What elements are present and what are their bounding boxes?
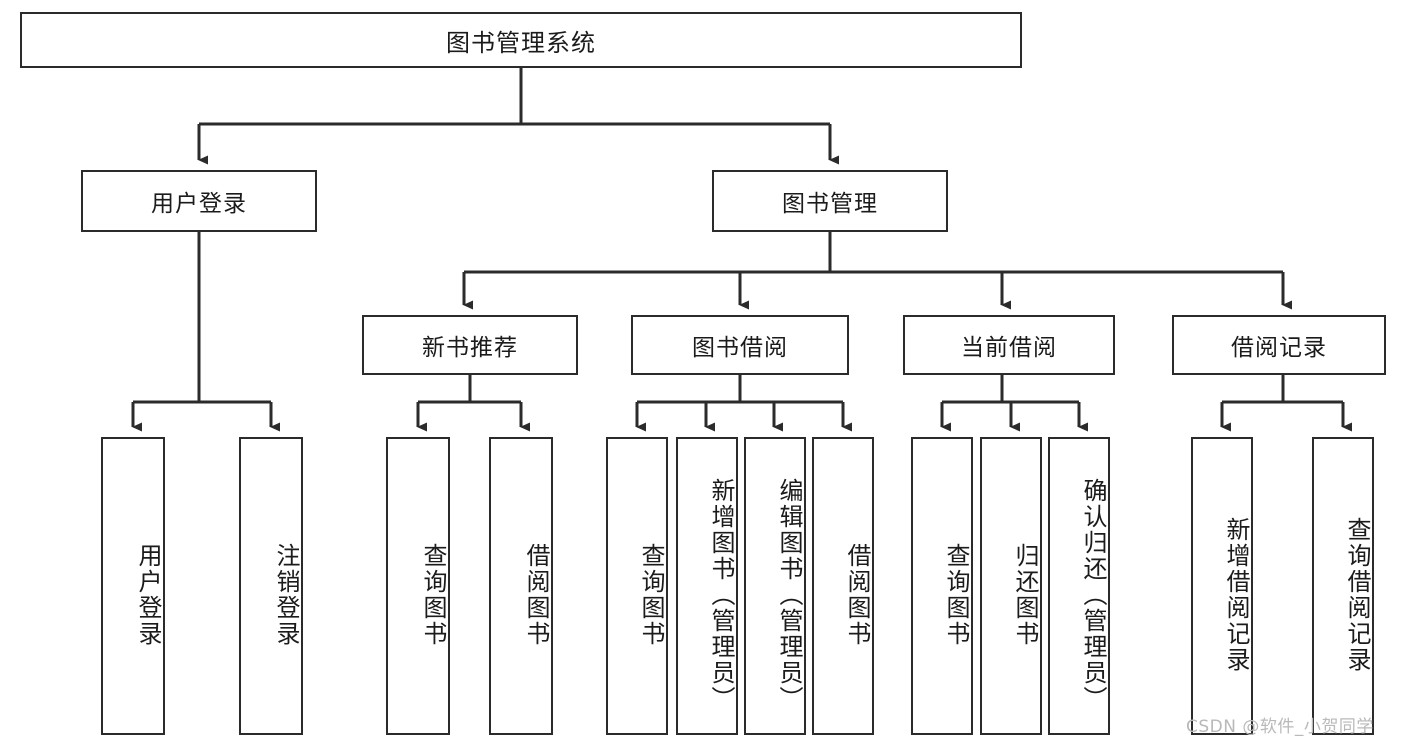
leaf-recommend-query-book[interactable]: 查询图书 bbox=[386, 437, 450, 735]
node-label: 新增图书（管理员） bbox=[707, 478, 735, 712]
node-label: 编辑图书（管理员） bbox=[775, 478, 803, 712]
node-label: 查询借阅记录 bbox=[1343, 517, 1371, 673]
node-label: 注销登录 bbox=[272, 543, 300, 647]
leaf-borrow-edit-book-admin[interactable]: 编辑图书（管理员） bbox=[744, 437, 806, 735]
node-label: 确认归还（管理员） bbox=[1079, 478, 1107, 712]
leaf-borrow-query-book[interactable]: 查询图书 bbox=[606, 437, 668, 735]
node-user-login[interactable]: 用户登录 bbox=[81, 170, 317, 232]
node-book-management[interactable]: 图书管理 bbox=[712, 170, 948, 232]
node-borrow-record[interactable]: 借阅记录 bbox=[1172, 315, 1386, 375]
node-label: 查询图书 bbox=[942, 543, 970, 647]
node-label: 借阅记录 bbox=[1231, 335, 1327, 361]
leaf-current-query-book[interactable]: 查询图书 bbox=[911, 437, 973, 735]
node-label: 用户登录 bbox=[151, 191, 247, 217]
node-label: 新增借阅记录 bbox=[1222, 517, 1250, 673]
node-label: 查询图书 bbox=[637, 543, 665, 647]
node-label: 图书管理 bbox=[782, 191, 878, 217]
leaf-current-confirm-return-admin[interactable]: 确认归还（管理员） bbox=[1048, 437, 1110, 735]
leaf-borrow-add-book-admin[interactable]: 新增图书（管理员） bbox=[676, 437, 738, 735]
leaf-record-add-record[interactable]: 新增借阅记录 bbox=[1191, 437, 1253, 735]
node-label: 当前借阅 bbox=[961, 335, 1057, 361]
leaf-recommend-borrow-book[interactable]: 借阅图书 bbox=[489, 437, 553, 735]
leaf-current-return-book[interactable]: 归还图书 bbox=[980, 437, 1042, 735]
node-label: 查询图书 bbox=[419, 543, 447, 647]
node-label: 借阅图书 bbox=[843, 543, 871, 647]
leaf-user-login-signin[interactable]: 用户登录 bbox=[101, 437, 165, 735]
node-label: 用户登录 bbox=[134, 543, 162, 647]
node-label: 借阅图书 bbox=[522, 543, 550, 647]
node-new-book-recommend[interactable]: 新书推荐 bbox=[362, 315, 578, 375]
leaf-user-login-signout[interactable]: 注销登录 bbox=[239, 437, 303, 735]
node-label: 图书借阅 bbox=[692, 335, 788, 361]
leaf-borrow-borrow-book[interactable]: 借阅图书 bbox=[812, 437, 874, 735]
leaf-record-query-record[interactable]: 查询借阅记录 bbox=[1312, 437, 1374, 735]
node-book-borrow[interactable]: 图书借阅 bbox=[631, 315, 849, 375]
node-current-borrow[interactable]: 当前借阅 bbox=[903, 315, 1115, 375]
node-label: 归还图书 bbox=[1011, 543, 1039, 647]
node-root-system[interactable]: 图书管理系统 bbox=[20, 12, 1022, 68]
node-label: 图书管理系统 bbox=[446, 28, 596, 57]
node-label: 新书推荐 bbox=[422, 335, 518, 361]
